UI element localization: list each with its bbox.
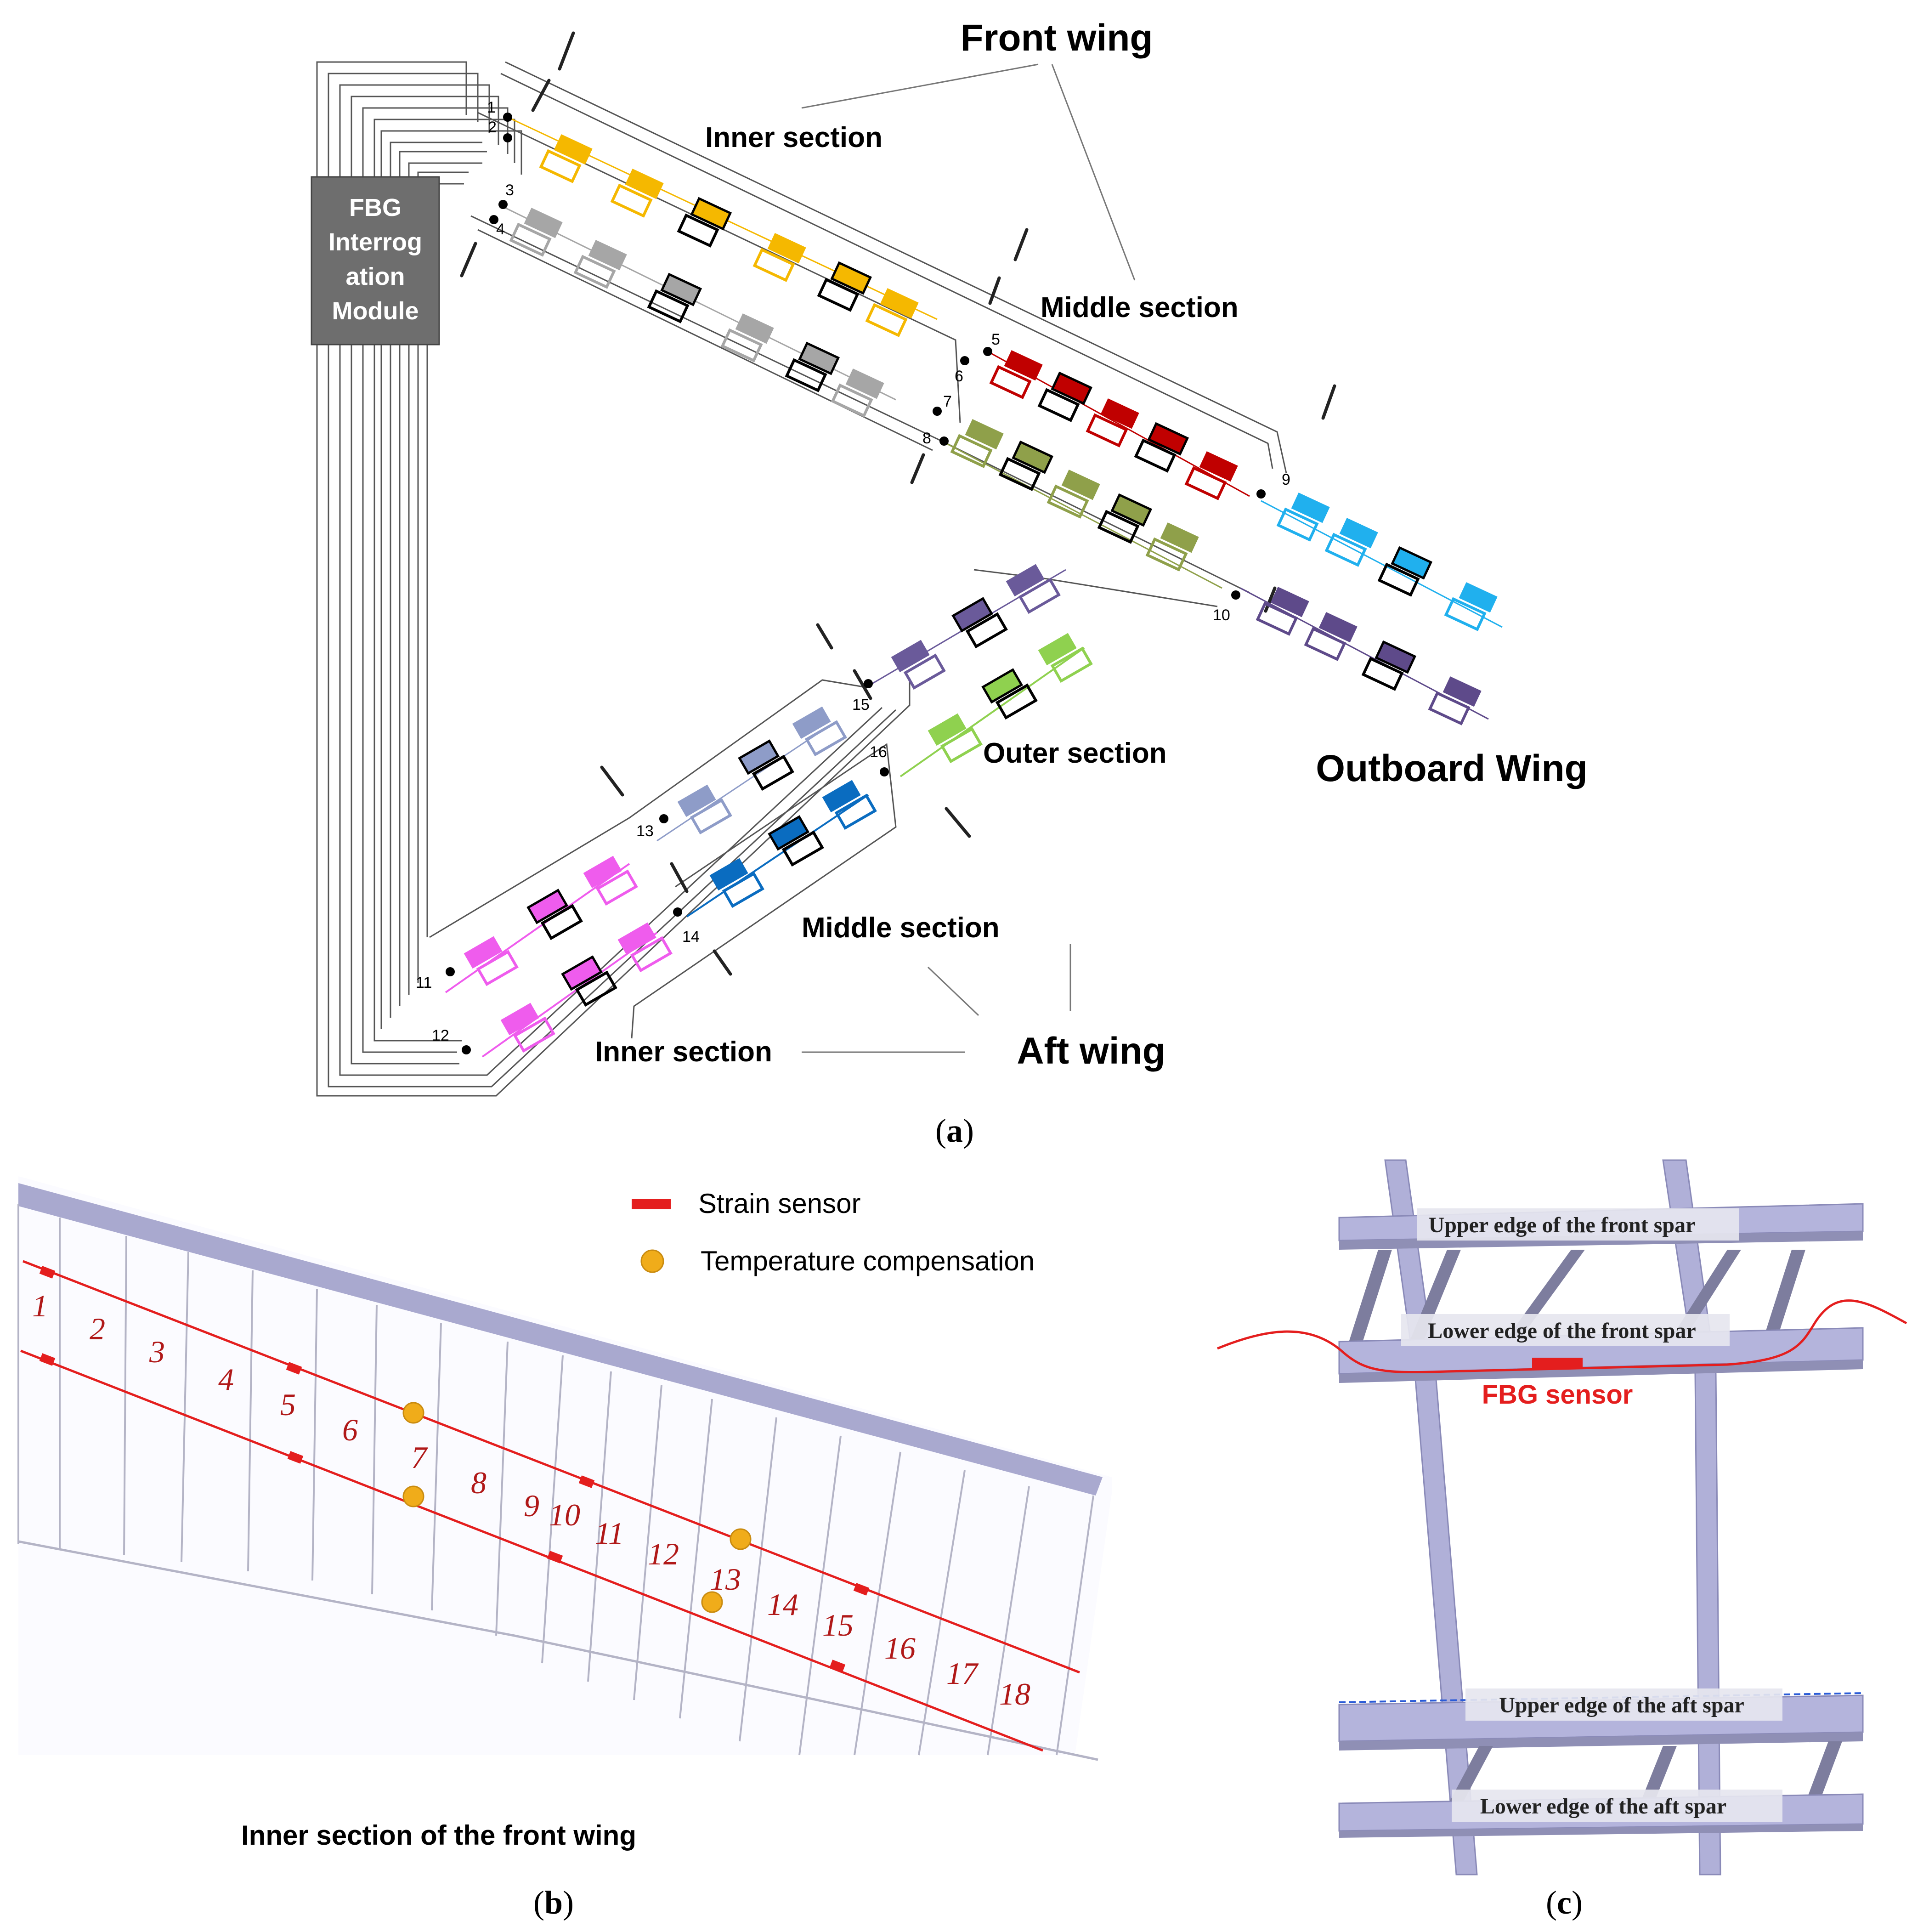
bay-17: 17: [946, 1656, 979, 1691]
channel-3: 3: [505, 181, 514, 199]
legend-strain-label: Strain sensor: [698, 1188, 861, 1219]
front-middle-section-label: Middle section: [1041, 292, 1239, 323]
channel-16: 16: [870, 743, 887, 761]
channel-2: 2: [488, 119, 497, 136]
sensor-row-1: [507, 116, 938, 337]
channel-11: 11: [416, 974, 432, 991]
channel-4: 4: [496, 221, 505, 238]
module-line-3: ation: [346, 263, 405, 290]
module-line-2: Interrog: [328, 228, 422, 256]
sensor-row-13: [656, 706, 847, 842]
caption-b: (b): [533, 1884, 574, 1921]
channel-markers: 1 2 3 4 5 6 7 8 9 10 11 12 13 14 15 16: [416, 99, 1290, 1054]
bay-10: 10: [549, 1497, 580, 1532]
channel-15: 15: [852, 696, 870, 714]
front-spar-line: [23, 1260, 1080, 1674]
fbg-sensor-mark: [1532, 1358, 1583, 1369]
channel-5: 5: [991, 331, 1000, 348]
upper-aft-spar-label: Upper edge of the aft spar: [1499, 1693, 1744, 1717]
legend-temp-swatch: [640, 1249, 664, 1273]
sensor-row-15: [870, 564, 1066, 690]
bay-7: 7: [411, 1440, 428, 1475]
outer-section-label: Outer section: [983, 737, 1167, 769]
temperature-sensors: [402, 1402, 752, 1613]
front-wing-title: Front wing: [960, 17, 1153, 59]
bay-14: 14: [767, 1587, 798, 1622]
sensor-row-14: [686, 780, 877, 918]
panel-b-title: Inner section of the front wing: [241, 1820, 636, 1851]
legend: Strain sensor Temperature compensation: [632, 1188, 1035, 1276]
front-inner-section-label: Inner section: [705, 122, 882, 153]
bay-1: 1: [32, 1288, 48, 1323]
caption-a: (a): [935, 1112, 974, 1149]
panel-b: 1 2 3 4 5 6 7 8 9 10 11 12 13 14 15 16 1…: [17, 1176, 1112, 1921]
channel-7: 7: [943, 393, 952, 410]
sensor-row-5: [987, 350, 1250, 500]
strain-sensors: [39, 1266, 870, 1672]
lower-front-spar-label: Lower edge of the front spar: [1428, 1319, 1696, 1343]
channel-12: 12: [432, 1027, 449, 1044]
spar-label-backgrounds: [1401, 1208, 1782, 1822]
sensor-row-9: [1261, 493, 1503, 631]
channel-9: 9: [1282, 471, 1290, 488]
aft-spar-line: [20, 1349, 1043, 1752]
sensor-row-10: [1240, 587, 1489, 725]
aft-inner-section-label: Inner section: [595, 1036, 772, 1068]
legend-strain-swatch: [632, 1199, 671, 1209]
caption-c: (c): [1546, 1884, 1583, 1921]
bay-15: 15: [822, 1608, 854, 1643]
section-dividers: [460, 31, 1336, 976]
cable-routing: [316, 61, 1287, 1097]
trailing-edge: [18, 1540, 1098, 1761]
bay-6: 6: [342, 1412, 358, 1447]
bay-9: 9: [524, 1488, 539, 1523]
panel-c: Upper edge of the front spar Lower edge …: [1217, 1159, 1907, 1921]
sensor-row-16: [899, 633, 1093, 777]
sensor-row-3: [503, 206, 896, 418]
fbg-sensor-label: FBG sensor: [1482, 1380, 1633, 1410]
fiber-line: [1217, 1299, 1907, 1374]
fbg-interrogation-module: FBG Interrog ation Module: [311, 176, 440, 346]
legend-temp-label: Temperature compensation: [701, 1246, 1035, 1276]
leading-edge: [18, 1183, 1103, 1496]
bay-11: 11: [595, 1516, 624, 1551]
aft-middle-section-label: Middle section: [802, 912, 1000, 944]
leader-lines: [801, 63, 1136, 1053]
channel-13: 13: [636, 822, 654, 840]
bay-13: 13: [710, 1562, 741, 1597]
lower-aft-spar-label: Lower edge of the aft spar: [1480, 1794, 1726, 1819]
sensor-row-7: [941, 419, 1222, 589]
outboard-wing-title: Outboard Wing: [1316, 748, 1587, 789]
bay-4: 4: [218, 1362, 234, 1397]
ribs: [17, 1204, 1094, 1756]
module-line-1: FBG: [349, 194, 402, 221]
bay-2: 2: [90, 1311, 105, 1346]
aft-wing-title: Aft wing: [1017, 1030, 1165, 1072]
sensor-row-12: [481, 922, 673, 1058]
channel-1: 1: [487, 99, 496, 116]
bay-numbers: 1 2 3 4 5 6 7 8 9 10 11 12 13 14 15 16 1…: [32, 1288, 1030, 1711]
upper-front-spar-label: Upper edge of the front spar: [1429, 1213, 1696, 1237]
channel-14: 14: [682, 928, 700, 946]
channel-6: 6: [955, 368, 963, 385]
channel-10: 10: [1213, 606, 1230, 624]
sensor-row-11: [445, 856, 638, 993]
bay-12: 12: [648, 1536, 679, 1571]
bay-3: 3: [149, 1334, 165, 1369]
module-line-4: Module: [332, 297, 419, 325]
bay-5: 5: [280, 1387, 296, 1422]
bay-8: 8: [471, 1465, 486, 1500]
channel-8: 8: [922, 430, 931, 447]
bay-16: 16: [884, 1631, 916, 1666]
wing-plan: [18, 1176, 1112, 1755]
bay-18: 18: [999, 1677, 1030, 1711]
panel-a: FBG Interrog ation Module: [311, 17, 1588, 1149]
